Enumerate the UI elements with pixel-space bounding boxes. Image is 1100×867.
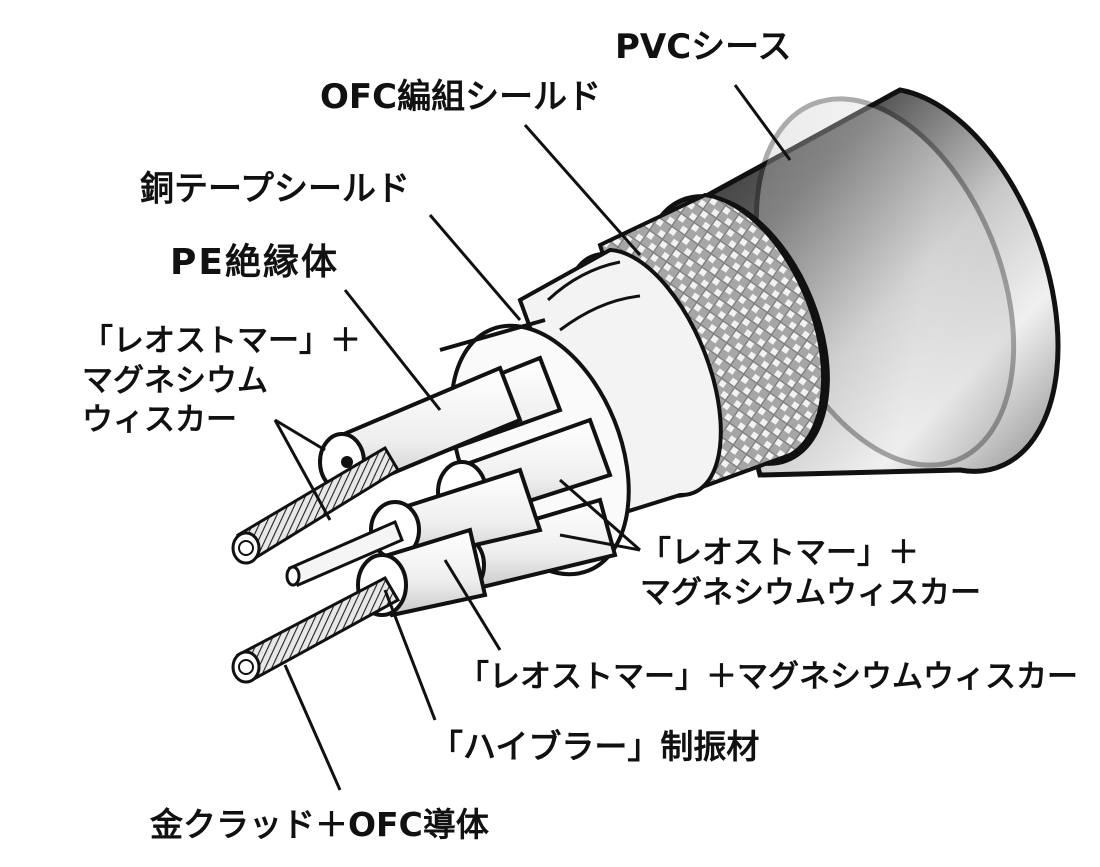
- leader-pe: [343, 289, 442, 411]
- leader-rm2-b: [559, 533, 641, 552]
- label-rm1-line2: マグネシウム: [82, 362, 268, 399]
- leader-hybrar: [383, 589, 437, 721]
- label-rm1-line3: ウィスカー: [82, 402, 237, 439]
- copper-tape-shield: [517, 247, 723, 523]
- conductor-bottom: [231, 576, 401, 684]
- conductor-center: [285, 519, 404, 587]
- label-rheostomer-magnesium-bottom: 「レオストマー」＋マグネシウムウィスカー: [458, 659, 1078, 695]
- label-pe-insulator: PE絶縁体: [170, 242, 339, 283]
- label-gold-clad-conductor: 金クラッド＋OFC導体: [150, 805, 489, 844]
- leader-ofc: [523, 124, 642, 256]
- label-pvc-sheath: PVCシース: [615, 27, 792, 67]
- leader-copper: [428, 214, 522, 321]
- leader-pvc: [733, 84, 792, 161]
- leader-gold: [283, 664, 342, 791]
- leader-lines: [273, 84, 792, 791]
- leader-rm3: [443, 559, 502, 651]
- label-rm2-line1: 「レオストマー」＋: [640, 535, 919, 571]
- label-hybrar-damping: 「ハイブラー」制振材: [430, 727, 760, 766]
- conductor-top: [231, 445, 401, 565]
- leader-rm1-b: [273, 419, 332, 521]
- label-rheostomer-magnesium-left: 「レオストマー」＋ マグネシウム ウィスカー: [82, 322, 361, 441]
- label-ofc-braid-shield: OFC編組シールド: [320, 77, 602, 117]
- label-rm1-line1: 「レオストマー」＋: [82, 323, 361, 359]
- inner-tube-center: [369, 467, 543, 563]
- label-rheostomer-magnesium-right: 「レオストマー」＋ マグネシウムウィスカー: [640, 534, 981, 613]
- leader-rm1-a: [274, 418, 326, 452]
- label-copper-tape-shield: 銅テープシールド: [140, 169, 410, 209]
- leader-rm2-a: [559, 478, 641, 552]
- label-rm2-line2: マグネシウムウィスカー: [640, 574, 981, 611]
